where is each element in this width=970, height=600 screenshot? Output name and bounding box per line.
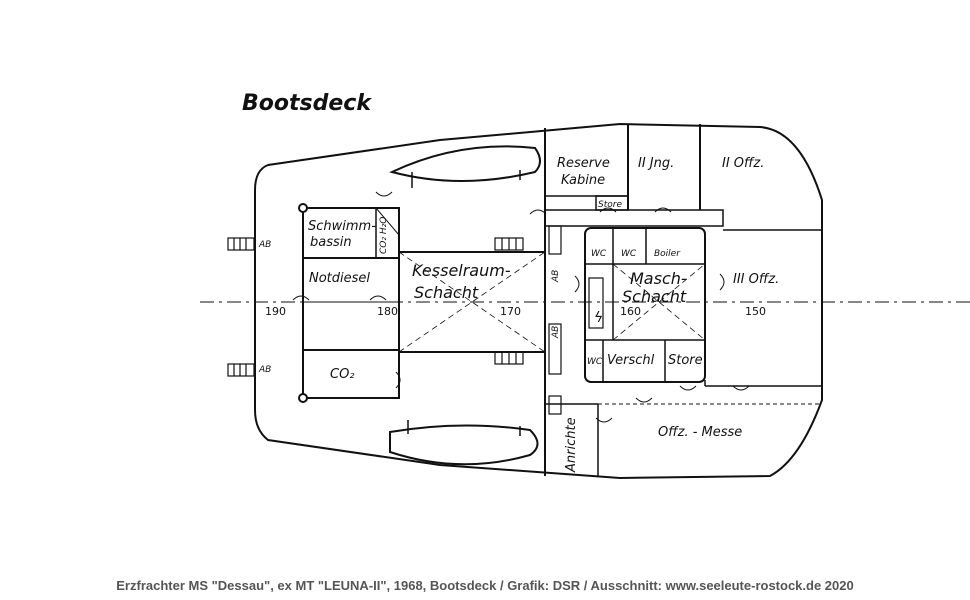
- store-bottom: Store: [668, 353, 703, 368]
- kesselraum-schacht-line2: Schacht: [414, 283, 479, 302]
- verschl: Verschl: [607, 353, 655, 368]
- wc-2: WC: [621, 249, 637, 259]
- offiziersmesse: Offz. - Messe: [658, 425, 742, 440]
- deck-title: Bootsdeck: [242, 91, 372, 116]
- schwimmbassin-line1: Schwimm-: [308, 219, 376, 234]
- masch-schacht-block: [584, 227, 706, 383]
- room-2nd-officer: II Offz.: [722, 156, 764, 171]
- frame-170: 170: [500, 305, 521, 318]
- wc-3: WC: [587, 357, 603, 367]
- notdiesel: Notdiesel: [309, 271, 370, 286]
- ab-mark-center: AB: [551, 270, 561, 283]
- anrichte: Anrichte: [564, 417, 579, 473]
- ab-mark-left-top: AB: [258, 240, 271, 250]
- masch-schacht-line1: Masch-: [630, 269, 687, 288]
- ab-mark-left-bottom: AB: [258, 365, 271, 375]
- frame-150: 150: [745, 305, 766, 318]
- store-top: Store: [598, 200, 622, 210]
- reserve-kabine-line1: Reserve: [557, 156, 610, 171]
- hull-outline: [254, 122, 823, 480]
- frame-160: 160: [620, 305, 641, 318]
- wc-1: WC: [591, 249, 607, 259]
- boiler: Boiler: [654, 249, 681, 259]
- co2-h2o: CO₂ H₂O: [379, 217, 389, 254]
- room-2nd-engineer: II Jng.: [638, 156, 674, 171]
- schwimmbassin-line2: bassin: [310, 235, 352, 250]
- lifeboat-bottom: [389, 424, 539, 466]
- reserve-kabine-line2: Kabine: [561, 173, 605, 188]
- co2-room: CO₂: [330, 367, 355, 382]
- electric-symbol-icon: ϟ: [594, 310, 603, 326]
- lifeboat-top: [389, 145, 541, 182]
- masch-schacht-line2: Schacht: [622, 287, 687, 306]
- frame-180: 180: [377, 305, 398, 318]
- image-caption: Erzfrachter MS "Dessau", ex MT "LEUNA-II…: [116, 578, 854, 593]
- kesselraum-schacht-line1: Kesselraum-: [412, 261, 511, 280]
- frame-190: 190: [265, 305, 286, 318]
- room-3rd-officer: III Offz.: [733, 272, 779, 287]
- ab-mark-lower: AB: [551, 326, 561, 339]
